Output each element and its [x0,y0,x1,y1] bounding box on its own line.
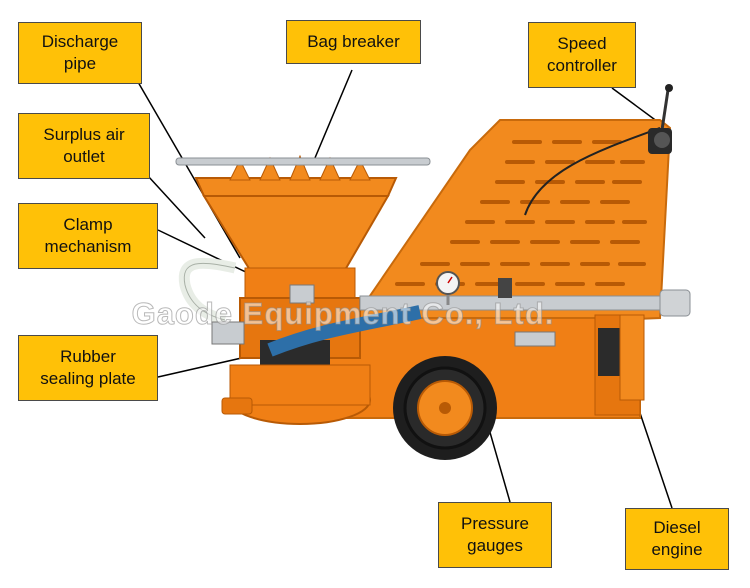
leader-bag-breaker [311,69,353,166]
clamp-fitting [211,321,245,345]
label-surplus-air-outlet: Surplus air outlet [18,113,150,179]
label-pressure-gauges: Pressure gauges [438,502,552,568]
controller-cable [524,127,661,216]
speed-controller-knob [648,84,673,154]
label-bag-breaker: Bag breaker [286,20,421,64]
leader-speed-controller [611,87,659,123]
label-rubber-sealing-plate: Rubber sealing plate [18,335,158,401]
valve [498,278,512,298]
front-foot [221,397,253,415]
vent-slots [395,140,647,286]
blue-air-hose [267,305,422,357]
label-diesel-engine: Diesel engine [625,508,729,570]
watermark: Gaode Equipment Co., Ltd. [131,296,555,332]
leader-discharge-pipe [137,81,241,259]
label-discharge-pipe: Discharge pipe [18,22,142,84]
bag-breaker-teeth [229,154,371,181]
label-speed-controller: Speed controller [528,22,636,88]
hopper-body [202,195,390,271]
leader-surplus-air [147,175,206,239]
engine-block [598,328,620,376]
hopper-rim [194,177,398,197]
bag-breaker-bar [175,157,431,166]
label-clamp-mechanism: Clamp mechanism [18,203,158,269]
